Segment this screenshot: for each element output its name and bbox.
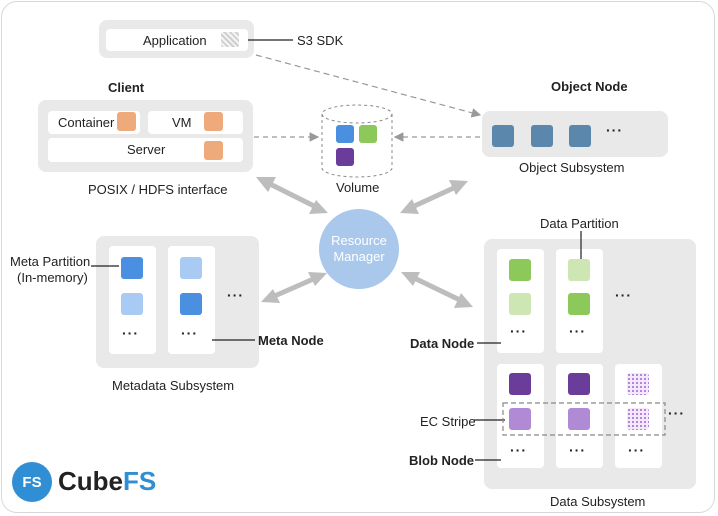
volume-green-square [359, 125, 377, 143]
container-square [117, 112, 136, 131]
data-partition-square-1b [509, 293, 531, 315]
data-partition-square-1a [509, 259, 531, 281]
data-node-label: Data Node [410, 336, 475, 351]
cubefs-logo-text: CubeFS [58, 466, 156, 497]
vm-label: VM [172, 115, 192, 130]
data-node-2-dots: ··· [569, 323, 586, 339]
object-more-dots: ··· [606, 122, 623, 138]
application-label: Application [143, 33, 207, 48]
object-node-square-2 [531, 125, 553, 147]
blob-square-2a [568, 373, 590, 395]
object-node-square-1 [492, 125, 514, 147]
blob-node-label: Blob Node [409, 453, 474, 468]
data-partition-label: Data Partition [540, 216, 619, 231]
posix-hdfs-label: POSIX / HDFS interface [88, 182, 228, 197]
container-label: Container [58, 115, 115, 130]
ec-stripe-label: EC Stripe [420, 414, 476, 429]
meta-node-label: Meta Node [258, 333, 324, 348]
metadata-more-dots: ··· [227, 287, 244, 303]
blob-square-3b [627, 408, 649, 430]
ec-stripe-box [502, 402, 666, 436]
blob-node-2-dots: ··· [569, 442, 586, 458]
data-node-1-dots: ··· [510, 323, 527, 339]
volume-blue-square [336, 125, 354, 143]
resource-manager-circle: Resource Manager [319, 209, 399, 289]
server-label: Server [127, 142, 166, 157]
blob-square-2b [568, 408, 590, 430]
application-box [106, 29, 248, 51]
blob-square-1b [509, 408, 531, 430]
meta-partition-square-2b [180, 293, 202, 315]
resource-manager-line2: Manager [333, 249, 385, 264]
data-partition-square-2b [568, 293, 590, 315]
vm-square [204, 112, 223, 131]
volume-label: Volume [336, 180, 380, 195]
sdk-block-icon [221, 32, 239, 47]
blob-square-1a [509, 373, 531, 395]
data-subsystem-label: Data Subsystem [550, 494, 646, 509]
object-node-square-3 [569, 125, 591, 147]
meta-partition-square-1b [121, 293, 143, 315]
data-partition-square-2a [568, 259, 590, 281]
cubefs-logo-icon: FS [12, 462, 52, 502]
logo-cube-text: Cube [58, 466, 123, 496]
resource-manager-line1: Resource [331, 233, 387, 248]
meta-node-2-dots: ··· [181, 325, 198, 341]
blob-node-1-dots: ··· [510, 442, 527, 458]
client-title: Client [108, 80, 145, 95]
server-square [204, 141, 223, 160]
double-arrows [256, 177, 473, 308]
volume-cylinder [321, 104, 393, 178]
metadata-subsystem-label: Metadata Subsystem [112, 378, 235, 393]
blob-square-3a [627, 373, 649, 395]
meta-partition-label-line1: Meta Partition [10, 254, 91, 269]
logo-fs-text: FS [123, 466, 157, 496]
volume-purple-square [336, 148, 354, 166]
s3-sdk-label: S3 SDK [297, 33, 344, 48]
data-node-more-dots: ··· [615, 287, 632, 303]
ec-stripe-more-dots: ··· [668, 405, 685, 421]
meta-partition-square-2a [180, 257, 202, 279]
app-to-object-arrow [255, 54, 482, 118]
meta-partition-label-line2: (In-memory) [17, 270, 88, 285]
meta-partition-square-1a [121, 257, 143, 279]
meta-node-1-dots: ··· [122, 325, 139, 341]
object-node-title: Object Node [551, 79, 628, 94]
blob-node-3-dots: ··· [628, 442, 645, 458]
object-subsystem-label: Object Subsystem [519, 160, 625, 175]
